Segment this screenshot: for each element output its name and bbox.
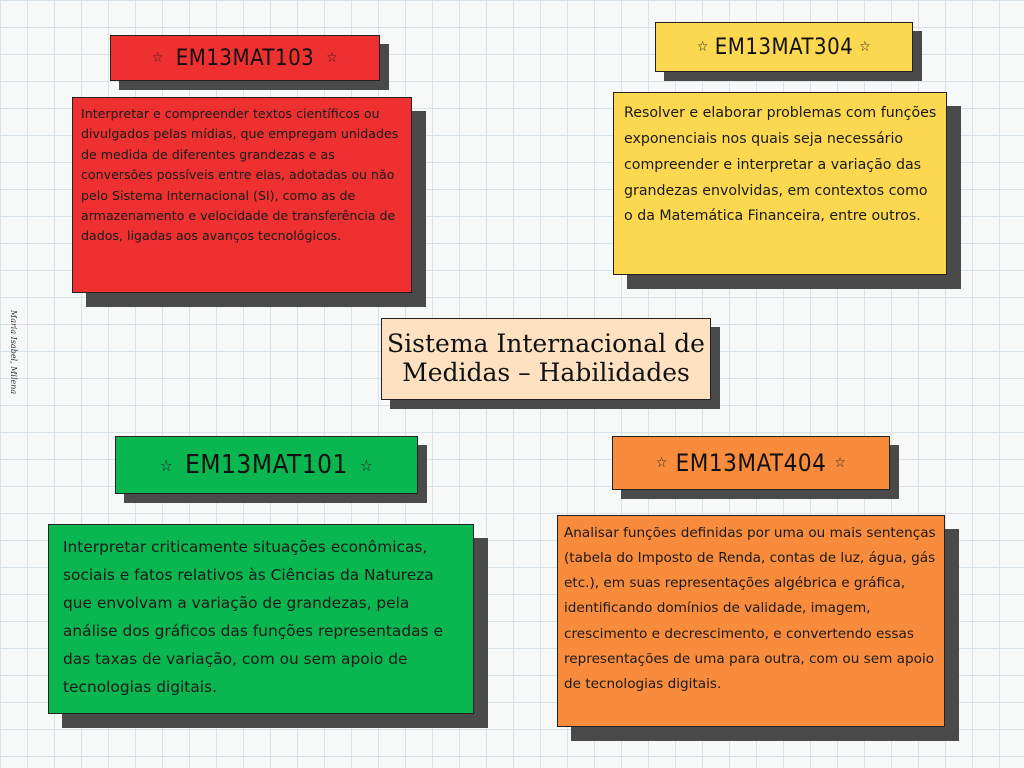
- card-text: Interpretar criticamente situações econô…: [63, 538, 443, 697]
- card-body-em13mat101: Interpretar criticamente situações econô…: [48, 524, 474, 714]
- author-signature: Maria Isabel, Milena: [9, 310, 18, 395]
- star-icon: ☆: [159, 455, 174, 475]
- center-title-box: Sistema Internacional de Medidas – Habil…: [381, 318, 711, 400]
- card-code: EM13MAT101: [185, 450, 348, 480]
- center-title: Sistema Internacional de Medidas – Habil…: [387, 329, 705, 387]
- card-code: EM13MAT304: [714, 34, 854, 60]
- star-icon: ☆: [834, 455, 847, 471]
- star-icon: ☆: [696, 39, 709, 55]
- star-icon: ☆: [655, 455, 668, 471]
- card-code: EM13MAT404: [675, 449, 827, 477]
- card-body-em13mat103: Interpretar e compreender textos científ…: [72, 97, 412, 293]
- star-icon: ☆: [151, 50, 164, 66]
- card-text: Resolver e elaborar problemas com funçõe…: [624, 105, 937, 225]
- star-icon: ☆: [326, 50, 339, 66]
- card-title-em13mat101: ☆ EM13MAT101 ☆: [115, 436, 418, 494]
- card-body-em13mat404: Analisar funções definidas por uma ou ma…: [557, 515, 945, 727]
- card-text: Interpretar e compreender textos científ…: [81, 106, 399, 244]
- card-title-em13mat103: ☆ EM13MAT103 ☆: [110, 35, 380, 81]
- card-title-em13mat404: ☆ EM13MAT404 ☆: [612, 436, 890, 490]
- card-text: Analisar funções definidas por uma ou ma…: [564, 525, 936, 692]
- card-title-em13mat304: ☆ EM13MAT304 ☆: [655, 22, 913, 72]
- card-code: EM13MAT103: [175, 45, 315, 71]
- star-icon: ☆: [859, 39, 872, 55]
- card-body-em13mat304: Resolver e elaborar problemas com funçõe…: [613, 92, 947, 275]
- star-icon: ☆: [359, 455, 374, 475]
